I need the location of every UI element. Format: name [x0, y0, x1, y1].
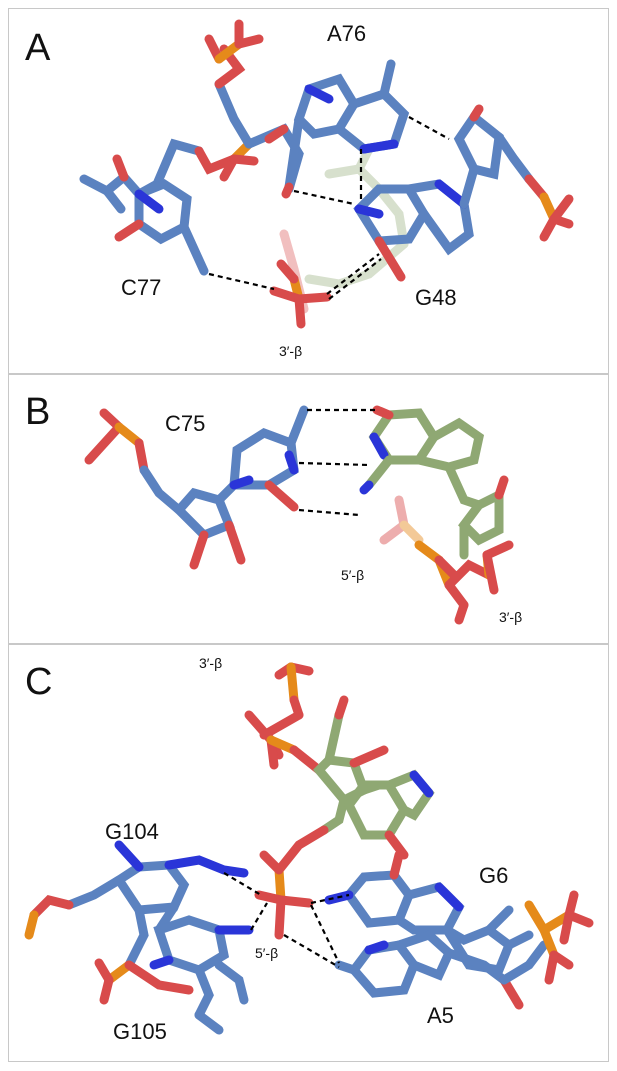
c-phosphate-5beta [254, 850, 314, 940]
label-c75: C75 [165, 411, 206, 436]
panel-c-structure [24, 662, 594, 1035]
c-hydrogen-bonds [223, 872, 350, 968]
a-backbone-left [79, 19, 304, 214]
c-g104-base [24, 840, 249, 1005]
label-c-3beta: 3′-β [199, 655, 223, 671]
a-phosphate-3beta [269, 259, 332, 329]
label-c-5beta: 5′-β [255, 945, 279, 961]
b-hydrogen-bonds [298, 408, 375, 517]
label-b-5beta: 5′-β [341, 567, 365, 583]
label-g104: G104 [105, 819, 159, 844]
panel-a-letter: A [25, 27, 51, 69]
panel-a: A A76 C77 G48 3′-β [8, 8, 609, 374]
a-a76-base [281, 59, 410, 199]
a-c77-base [114, 178, 209, 276]
c-green-nucleotide [244, 662, 435, 875]
a-backbone-right [453, 104, 574, 242]
label-g105: G105 [113, 1019, 167, 1044]
label-a-3beta: 3′-β [279, 343, 303, 359]
label-a5: A5 [427, 1003, 454, 1028]
panel-c-letter: C [25, 661, 53, 703]
panel-c: C 3′-β G104 G6 5′-β G105 A5 [8, 644, 609, 1062]
b-c75-base [229, 405, 309, 512]
a-g48-base [353, 164, 479, 282]
label-b-3beta: 3′-β [499, 609, 523, 625]
a-ghost-green-nucleotide [279, 144, 409, 314]
panel-b-structure [84, 405, 514, 625]
c-g105-base [124, 915, 254, 1035]
b-phosphates [379, 495, 514, 625]
c-a5-base [334, 929, 549, 1010]
panel-b-letter: B [25, 391, 51, 433]
b-green-base [359, 405, 509, 560]
label-g48: G48 [415, 285, 457, 310]
panel-b: B C75 5′-β 3′-β [8, 374, 609, 644]
label-g6: G6 [479, 863, 509, 888]
label-a76: A76 [327, 21, 367, 46]
label-c77: C77 [121, 275, 162, 300]
a-hydrogen-bonds [208, 116, 450, 300]
panel-a-structure [79, 19, 574, 329]
c-phosphate-right [524, 890, 594, 985]
